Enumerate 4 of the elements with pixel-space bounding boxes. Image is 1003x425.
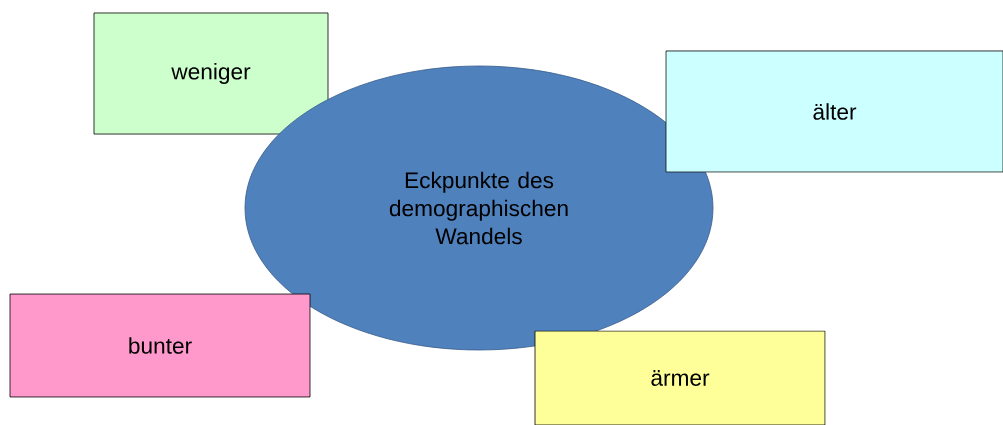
text-box: bunter — [9, 293, 311, 398]
text-box: älter — [665, 50, 1003, 173]
text-box: ärmer — [534, 330, 826, 425]
text-box: weniger — [93, 12, 329, 135]
